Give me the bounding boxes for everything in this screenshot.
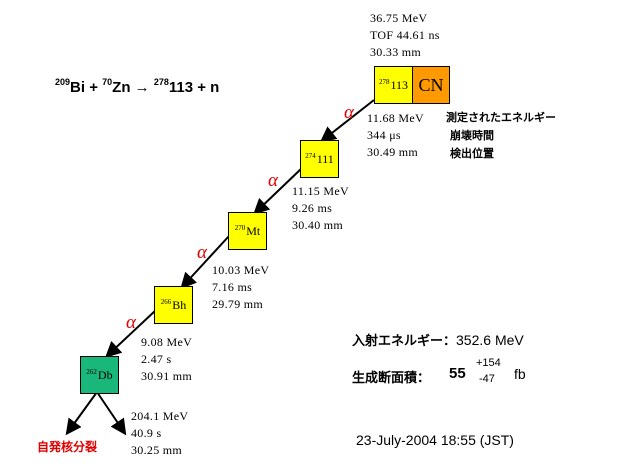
position-value: 30.40 mm [292, 218, 344, 232]
decay-arrow-bh [105, 309, 157, 358]
decay-info-111: 11.15 MeV 9.26 ms 30.40 mm [292, 183, 349, 234]
bi-mass-number: 209 [55, 77, 71, 87]
node-mass: 274 [305, 152, 316, 160]
energy-value: 9.08 MeV [141, 335, 193, 349]
reaction-equation: 209Bi + 70Zn → 278113 + n [55, 77, 220, 96]
alpha-label: α [197, 242, 207, 263]
alpha-label: α [126, 312, 136, 333]
node-symbol: 113 [390, 77, 409, 92]
time-value: 344 μs [367, 128, 401, 142]
cross-section-minus-error: -47 [479, 373, 495, 385]
beam-energy: 入射エネルギー：352.6 MeV [352, 330, 524, 350]
node-mass: 266 [160, 298, 172, 306]
energy-value: 204.1 MeV [131, 409, 189, 423]
zn-mass-number: 70 [102, 77, 113, 87]
cross-section-unit: fb [514, 366, 526, 382]
beam-energy-label: 入射エネルギー： [352, 334, 457, 349]
plus-sign: + [89, 79, 98, 96]
time-value: 9.26 ms [292, 201, 333, 215]
product-symbol: 113 [168, 79, 194, 96]
product-mass-number: 278 [153, 77, 169, 87]
timestamp: 23-July-2004 18:55 (JST) [356, 432, 514, 448]
time-value: 2.47 s [141, 352, 172, 366]
plus-sign: + [197, 79, 206, 96]
fission-arrow-right [96, 391, 127, 436]
energy-value: 11.15 MeV [292, 184, 349, 198]
node-symbol: Mt [246, 223, 261, 238]
time-value: 7.16 ms [212, 280, 253, 294]
cross-section-label: 生成断面積： [352, 371, 431, 386]
node-cn: CN [412, 66, 450, 104]
decay-arrow-111 [253, 167, 303, 215]
neutron-symbol: n [210, 79, 220, 96]
time-value: 40.9 s [131, 426, 162, 440]
beam-energy-value: 352.6 MeV [456, 332, 524, 348]
node-symbol: 111 [316, 151, 334, 166]
bi-symbol: Bi [70, 79, 86, 96]
position-value: 30.49 mm [367, 145, 419, 159]
node-mass: 278 [378, 78, 390, 86]
cross-section: 生成断面積： 55 +154 -47 fb [352, 357, 552, 396]
position-value: 29.79 mm [212, 297, 264, 311]
cross-section-value: 55 [449, 365, 466, 382]
reaction-arrow: → [134, 79, 150, 96]
cn-info: 36.75 MeV TOF 44.61 ns 30.33 mm [370, 10, 440, 61]
fission-label: 自発核分裂 [37, 440, 98, 454]
fission-arrow-left [65, 391, 98, 436]
position-value: 30.91 mm [141, 369, 193, 383]
alpha-label: α [344, 102, 354, 123]
node-mass: 270 [234, 224, 246, 232]
zn-symbol: Zn [112, 79, 131, 96]
decay-info-bh: 9.08 MeV 2.47 s 30.91 mm [141, 334, 192, 385]
tof-value: TOF 44.61 ns [370, 28, 440, 42]
legend-position: 検出位置 [450, 147, 494, 160]
decay-info-mt: 10.03 MeV 7.16 ms 29.79 mm [212, 262, 269, 313]
decay-info-db: 204.1 MeV 40.9 s 30.25 mm [131, 408, 188, 459]
legend-time: 崩壊時間 [450, 129, 494, 142]
legend-energy: 測定されたエネルギー [446, 111, 556, 124]
node-symbol: Bh [172, 297, 187, 312]
alpha-label: α [268, 170, 278, 191]
position-value: 30.25 mm [131, 443, 183, 457]
energy-value: 36.75 MeV [370, 11, 428, 25]
energy-value: 11.68 MeV [367, 111, 424, 125]
legend: 測定されたエネルギー 崩壊時間 検出位置 [446, 109, 556, 163]
decay-arrow-mt [180, 235, 230, 289]
decay-arrow-113 [319, 99, 375, 143]
node-symbol: CN [418, 74, 444, 95]
node-symbol: Db [97, 367, 113, 382]
cross-section-plus-error: +154 [476, 357, 501, 369]
decay-info-113: 11.68 MeV 344 μs 30.49 mm [367, 110, 424, 161]
node-mass: 262 [86, 368, 97, 376]
position-value: 30.33 mm [370, 45, 422, 59]
energy-value: 10.03 MeV [212, 263, 270, 277]
